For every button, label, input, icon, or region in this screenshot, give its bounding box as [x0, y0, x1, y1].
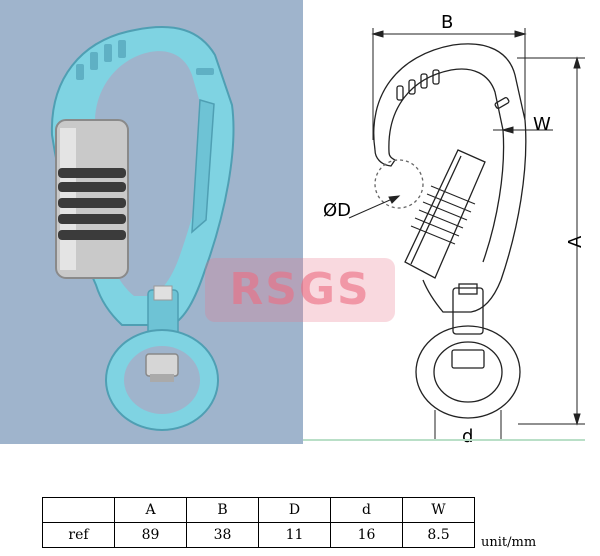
- technical-drawing-panel: B A W ØD d: [303, 0, 600, 444]
- table-header-cell: D: [258, 497, 331, 523]
- table-cell: ref: [42, 522, 115, 548]
- table-header-cell: d: [330, 497, 403, 523]
- dimension-label-w: W: [533, 114, 551, 135]
- dimension-label-d: d: [462, 426, 473, 444]
- watermark-logo: RSGS: [205, 258, 395, 322]
- table-cell: 16: [330, 522, 403, 548]
- unit-label: unit/mm: [481, 535, 537, 550]
- table-cell: 8.5: [402, 522, 475, 548]
- dimension-label-b: B: [441, 12, 453, 33]
- table-header-row: A B D d W: [42, 497, 475, 523]
- dimension-table: A B D d W ref 89 38 11 16 8.5: [42, 497, 475, 548]
- table-cell: 38: [186, 522, 259, 548]
- table-cell: 89: [114, 522, 187, 548]
- carabiner-render-illustration: [50, 26, 235, 431]
- drawing-baseline: [303, 439, 585, 441]
- technical-drawing: B A W ØD d: [323, 12, 586, 444]
- table-header-cell: W: [402, 497, 475, 523]
- table-header-cell: B: [186, 497, 259, 523]
- table-header-cell: A: [114, 497, 187, 523]
- dimension-label-a: A: [565, 235, 586, 248]
- carabiner-render-panel: [0, 0, 303, 444]
- table-row: ref 89 38 11 16 8.5: [42, 522, 475, 548]
- dimension-label-od: ØD: [323, 200, 351, 221]
- watermark-text: RSGS: [229, 264, 371, 315]
- table-cell: 11: [258, 522, 331, 548]
- table-header-cell: [42, 497, 115, 523]
